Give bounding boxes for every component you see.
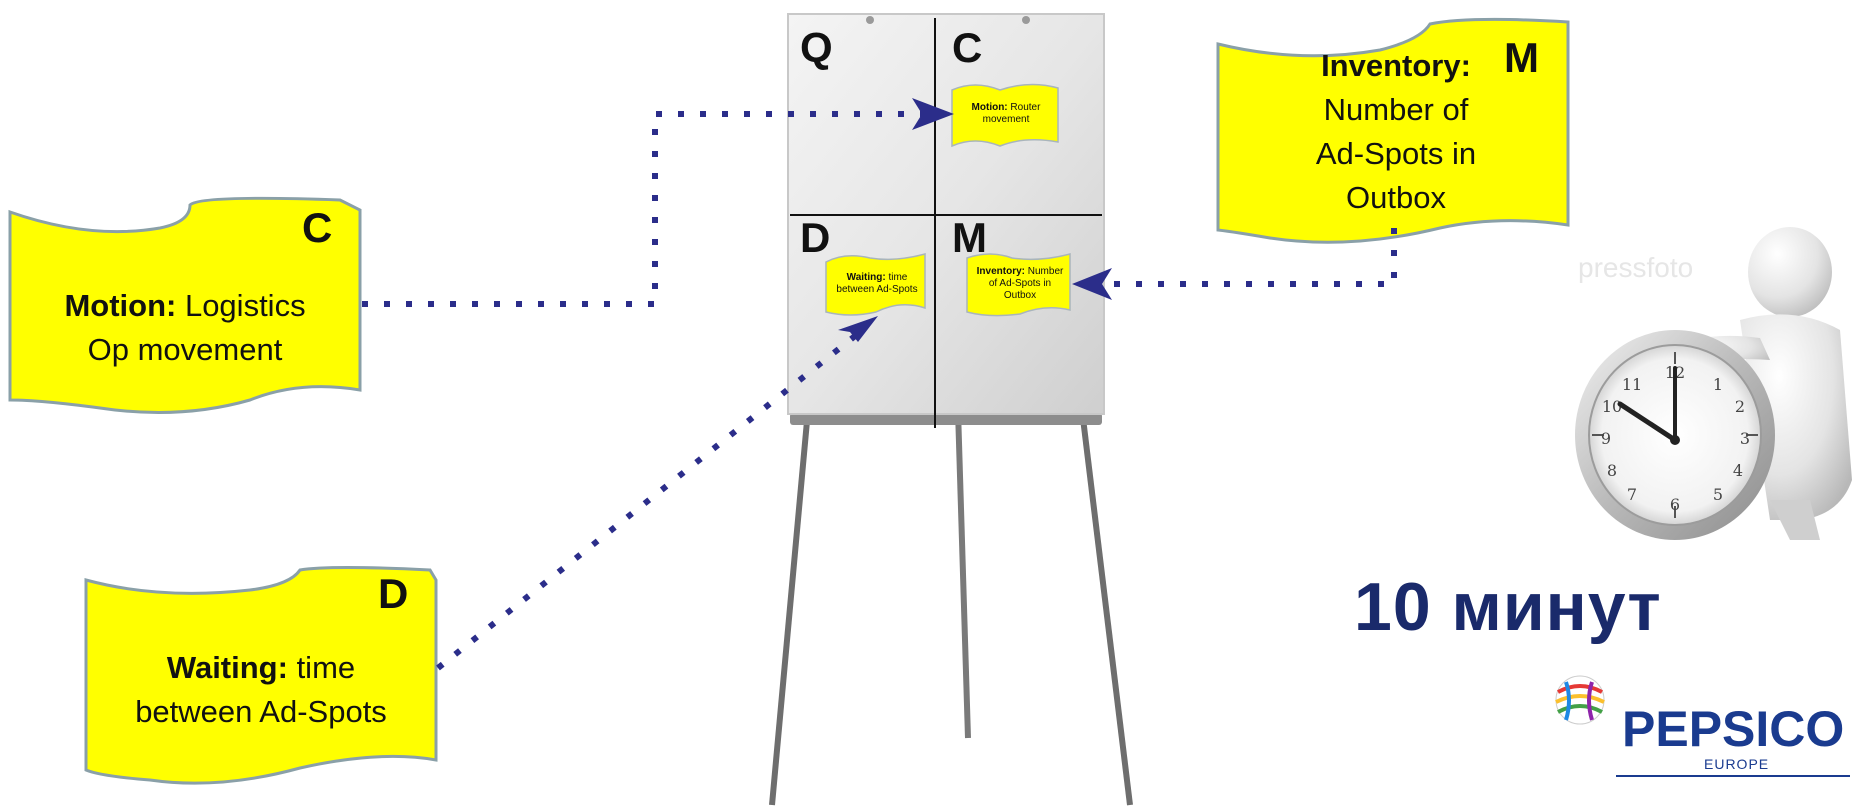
svg-text:3: 3 xyxy=(1740,429,1750,448)
connectors xyxy=(362,111,1397,671)
svg-text:1: 1 xyxy=(1713,375,1723,394)
clock-hour-hand xyxy=(1617,401,1678,443)
quadrant-c-label: C xyxy=(952,24,983,71)
card-motion-shape xyxy=(8,196,362,414)
card-waiting-letter: D xyxy=(378,570,409,617)
card-inventory-text: Inventory: Number of Ad-Spots in Outbox xyxy=(1315,48,1477,215)
clock-man-illustration: 12 1 2 3 4 5 6 7 8 9 10 11 xyxy=(1575,227,1852,540)
card-inventory-letter: M xyxy=(1504,34,1539,81)
connector-waiting xyxy=(436,333,857,671)
mini-note-inventory xyxy=(966,253,1071,317)
svg-text:10: 10 xyxy=(1602,397,1622,416)
svg-text:9: 9 xyxy=(1601,429,1611,448)
card-waiting-text: Waiting: time between Ad-Spots xyxy=(135,650,387,729)
svg-text:6: 6 xyxy=(1670,495,1680,514)
man-head xyxy=(1748,227,1832,317)
pepsico-globe-icon xyxy=(1555,675,1605,725)
card-inventory-shape xyxy=(1216,17,1570,244)
connector-motion xyxy=(362,111,925,307)
svg-text:5: 5 xyxy=(1713,485,1723,504)
pepsico-logo-text: PEPSICO xyxy=(1622,701,1845,757)
easel-tray xyxy=(790,413,1102,425)
card-waiting-shape xyxy=(84,566,438,785)
card-motion-text: Motion: Logistics Op movement xyxy=(64,288,306,367)
flipchart-easel xyxy=(769,13,1133,806)
card-motion-letter: C xyxy=(302,204,333,251)
mini-note-inventory-text: Inventory: Number of Ad-Spots in Outbox xyxy=(976,266,1064,301)
quadrant-d-label: D xyxy=(800,214,831,261)
arrowhead-waiting xyxy=(838,316,878,342)
easel-left-leg xyxy=(769,409,811,806)
quadrant-m-label: M xyxy=(952,214,987,261)
easel-right-leg xyxy=(1079,409,1133,806)
arrowhead-inventory xyxy=(1072,268,1112,300)
pepsico-region-text: EUROPE xyxy=(1704,756,1770,772)
arrowhead-motion xyxy=(912,98,954,130)
watermark-text: pressfoto xyxy=(1578,252,1694,283)
svg-text:11: 11 xyxy=(1622,375,1642,394)
svg-text:7: 7 xyxy=(1627,485,1637,504)
svg-text:4: 4 xyxy=(1733,461,1743,480)
svg-text:8: 8 xyxy=(1607,461,1617,480)
quadrant-q-label: Q xyxy=(800,24,833,71)
timer-label: 10 минут xyxy=(1354,569,1662,645)
mini-note-motion xyxy=(951,83,1059,148)
easel-middle-leg xyxy=(955,409,971,739)
mini-note-waiting-text: Waiting: time between Ad-Spots xyxy=(836,272,918,295)
mini-note-waiting xyxy=(825,253,926,316)
svg-text:2: 2 xyxy=(1735,397,1745,416)
mini-note-motion-text: Motion: Router movement xyxy=(971,102,1041,125)
